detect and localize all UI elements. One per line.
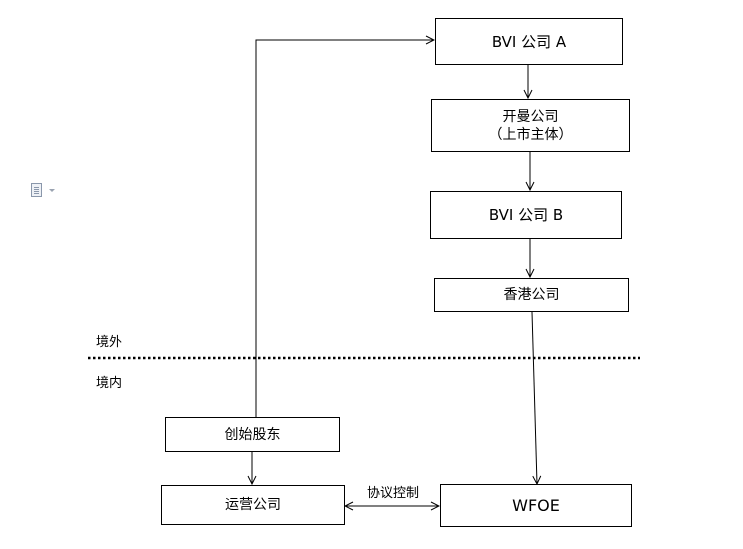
node-kaiman-sublabel: （上市主体） bbox=[488, 126, 573, 143]
node-kaiman: 开曼公司 （上市主体） bbox=[431, 99, 630, 152]
node-bvi-a: BVI 公司 A bbox=[435, 18, 623, 65]
founder-to-bvi-a-arrow bbox=[255, 40, 434, 417]
node-bvi-b-label: BVI 公司 B bbox=[488, 206, 564, 224]
document-icon[interactable] bbox=[31, 183, 42, 197]
node-founder: 创始股东 bbox=[165, 417, 340, 452]
node-founder-label: 创始股东 bbox=[224, 426, 281, 443]
hk-to-wfoe-arrow bbox=[531, 311, 537, 484]
node-bvi-a-label: BVI 公司 A bbox=[491, 32, 567, 51]
offshore-label: 境外 bbox=[96, 335, 123, 350]
node-hk: 香港公司 bbox=[434, 278, 629, 312]
node-wfoe-label: WFOE bbox=[512, 495, 560, 515]
node-opco-label: 运营公司 bbox=[225, 497, 281, 513]
node-kaiman-label: 开曼公司 bbox=[502, 108, 559, 125]
node-hk-label: 香港公司 bbox=[503, 287, 560, 303]
node-bvi-b: BVI 公司 B bbox=[430, 191, 622, 239]
onshore-label: 境内 bbox=[96, 376, 123, 391]
node-opco: 运营公司 bbox=[161, 485, 345, 525]
node-wfoe: WFOE bbox=[440, 484, 632, 527]
vie-control-label: 协议控制 bbox=[367, 486, 420, 501]
dropdown-caret-icon[interactable] bbox=[49, 189, 55, 192]
